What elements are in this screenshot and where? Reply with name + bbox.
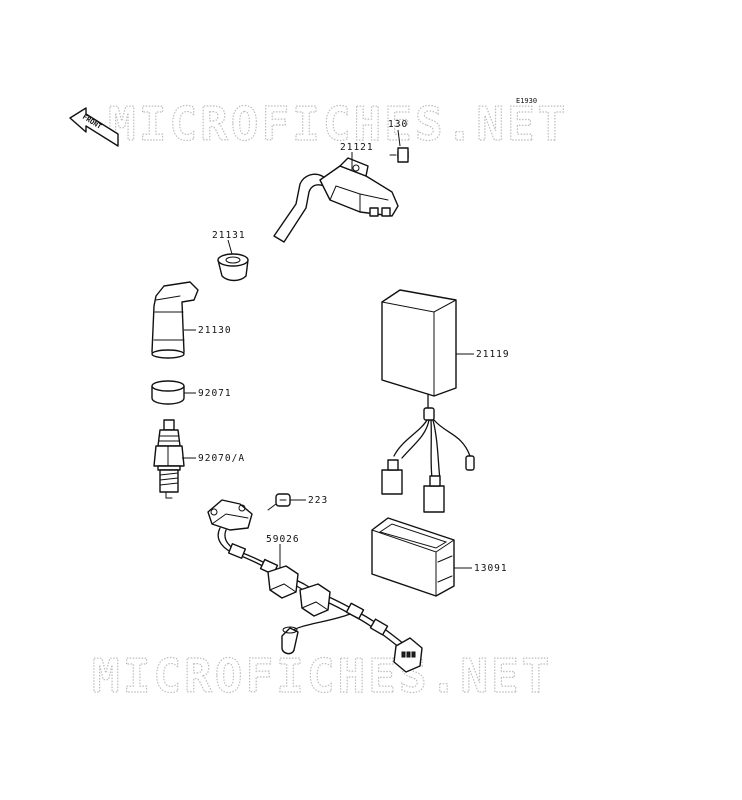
pickup-harness: [207, 499, 423, 673]
label-92070-a: 92070/A: [198, 453, 245, 464]
label-59026: 59026: [266, 534, 300, 545]
plug-seal: [151, 380, 185, 405]
label-130: 130: [388, 119, 408, 130]
bolt-130: [389, 147, 409, 163]
cdi-unit: [381, 289, 475, 513]
reference-code: E1930: [516, 97, 537, 105]
label-13091: 13091: [474, 563, 508, 574]
ignition-coil: [273, 157, 399, 243]
bracket-box: [371, 517, 455, 597]
plug-cap-adapter: [217, 253, 249, 282]
label-21130: 21130: [198, 325, 232, 336]
label-21119: 21119: [476, 349, 510, 360]
front-arrow-icon: FRONT: [69, 107, 119, 147]
label-223: 223: [308, 495, 328, 506]
watermark-top: MICROFICHES.NET: [108, 97, 568, 151]
spark-plug: [153, 419, 185, 499]
label-92071: 92071: [198, 388, 232, 399]
screw-223: [267, 493, 291, 511]
label-21121: 21121: [340, 142, 374, 153]
watermark-bottom: MICROFICHES.NET: [92, 649, 552, 703]
label-21131: 21131: [212, 230, 246, 241]
plug-cap: [151, 281, 199, 359]
